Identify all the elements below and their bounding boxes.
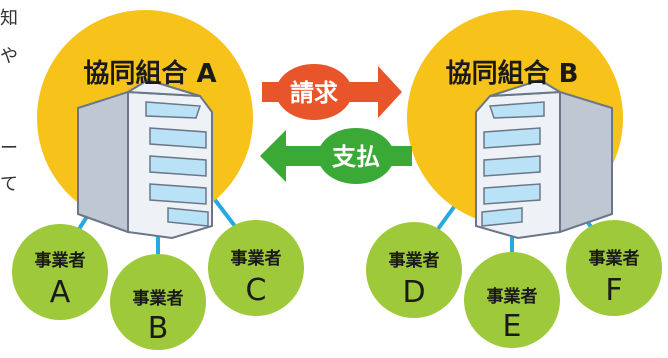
business-c-letter: C bbox=[246, 273, 267, 308]
coop-a: 協同組合 A bbox=[37, 10, 253, 240]
coop-b-title: 協同組合 B bbox=[446, 58, 579, 89]
business-d-letter: D bbox=[402, 275, 425, 310]
business-f-letter: F bbox=[605, 273, 622, 308]
payment-label: 支払 bbox=[332, 143, 380, 171]
business-d-circle bbox=[366, 222, 462, 318]
clipped-text-4: て bbox=[0, 174, 18, 195]
business-a: 事業者 A bbox=[12, 224, 108, 320]
request-label: 請求 bbox=[290, 79, 338, 107]
coop-a-building-icon bbox=[77, 78, 213, 240]
business-a-letter: A bbox=[50, 275, 71, 310]
business-c: 事業者 C bbox=[208, 220, 304, 316]
coop-b: 協同組合 B bbox=[407, 10, 623, 240]
business-b: 事業者 B bbox=[110, 254, 206, 350]
coop-b-building-icon bbox=[475, 78, 613, 240]
coop-a-title: 協同組合 A bbox=[83, 58, 216, 89]
business-c-label: 事業者 bbox=[231, 248, 282, 269]
business-d: 事業者 D bbox=[366, 222, 462, 318]
business-d-label: 事業者 bbox=[389, 250, 440, 271]
payment-arrow: 支払 bbox=[260, 128, 412, 184]
business-c-circle bbox=[208, 220, 304, 316]
business-a-circle bbox=[12, 224, 108, 320]
business-b-label: 事業者 bbox=[133, 288, 184, 309]
business-e: 事業者 E bbox=[464, 252, 560, 348]
business-e-letter: E bbox=[503, 309, 522, 344]
clipped-text-1: 知 bbox=[0, 8, 18, 29]
clipped-text-3: ー bbox=[0, 138, 18, 159]
business-b-circle bbox=[110, 254, 206, 350]
business-f-circle bbox=[566, 220, 662, 316]
business-a-label: 事業者 bbox=[35, 250, 86, 271]
business-e-label: 事業者 bbox=[487, 286, 538, 307]
business-e-circle bbox=[464, 252, 560, 348]
business-f: 事業者 F bbox=[566, 220, 662, 316]
request-arrow: 請求 bbox=[262, 64, 402, 120]
clipped-text-2: や bbox=[0, 46, 18, 67]
business-b-letter: B bbox=[148, 311, 169, 346]
business-f-label: 事業者 bbox=[589, 248, 640, 269]
